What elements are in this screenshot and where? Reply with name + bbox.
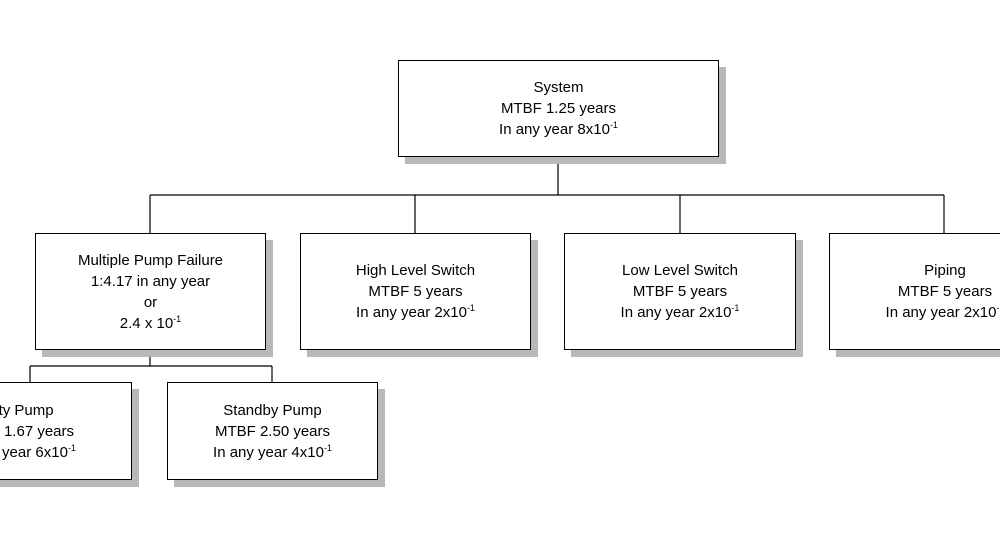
mpf-value: 2.4 x 10-1 [120,313,181,334]
standby-mtbf: MTBF 2.50 years [214,422,331,440]
high-level-switch-node: High Level Switch MTBF 5 years In any ye… [300,233,531,350]
piping-node: Piping MTBF 5 years In any year 2x10-1 [829,233,1000,350]
system-year-text: In any year 8x10 [499,121,610,138]
mpf-or: or [143,293,158,311]
duty-year-text: In any year 6x10 [0,443,68,461]
mpf-value-text: 2.4 x 10 [119,314,174,332]
system-year-probability: In any year 8x10-1 [499,119,618,140]
hls-mtbf: MTBF 5 years [368,283,463,300]
system-mtbf: MTBF 1.25 years [500,100,617,117]
lls-year-text: In any year 2x10 [620,304,732,321]
duty-title: Duty Pump [0,401,54,419]
duty-year-probability: In any year 6x10-1 [0,442,76,463]
hls-year-exponent: -1 [466,303,475,313]
piping-year-exponent: -1 [996,303,1000,313]
system-node: System MTBF 1.25 years In any year 8x10-… [398,60,719,157]
piping-mtbf: MTBF 5 years [897,283,993,300]
standby-year-text: In any year 4x10 [213,443,324,461]
lls-mtbf: MTBF 5 years [632,283,728,300]
mpf-ratio: 1:4.17 in any year [90,272,211,290]
hls-title: High Level Switch [355,262,476,279]
multiple-pump-failure-node: Multiple Pump Failure 1:4.17 in any year… [35,233,266,350]
duty-mtbf: MTBF 1.67 years [0,422,75,440]
lls-year-exponent: -1 [731,303,740,313]
system-year-exponent: -1 [609,120,618,130]
mpf-value-exponent: -1 [173,313,182,324]
duty-year-exponent: -1 [67,442,76,453]
piping-year-probability: In any year 2x10-1 [886,302,1000,323]
low-level-switch-node: Low Level Switch MTBF 5 years In any yea… [564,233,796,350]
duty-pump-node: Duty Pump MTBF 1.67 years In any year 6x… [0,382,132,480]
system-title: System [533,79,584,96]
piping-title: Piping [924,262,966,279]
piping-year-text: In any year 2x10 [885,304,997,321]
standby-year-exponent: -1 [323,442,332,453]
mpf-title: Multiple Pump Failure [77,251,224,269]
standby-title: Standby Pump [223,401,322,419]
standby-pump-node: Standby Pump MTBF 2.50 years In any year… [167,382,378,480]
lls-year-probability: In any year 2x10-1 [621,302,740,323]
hls-year-probability: In any year 2x10-1 [356,302,475,323]
hls-year-text: In any year 2x10 [356,304,467,321]
standby-year-probability: In any year 4x10-1 [213,442,332,463]
lls-title: Low Level Switch [622,262,738,279]
